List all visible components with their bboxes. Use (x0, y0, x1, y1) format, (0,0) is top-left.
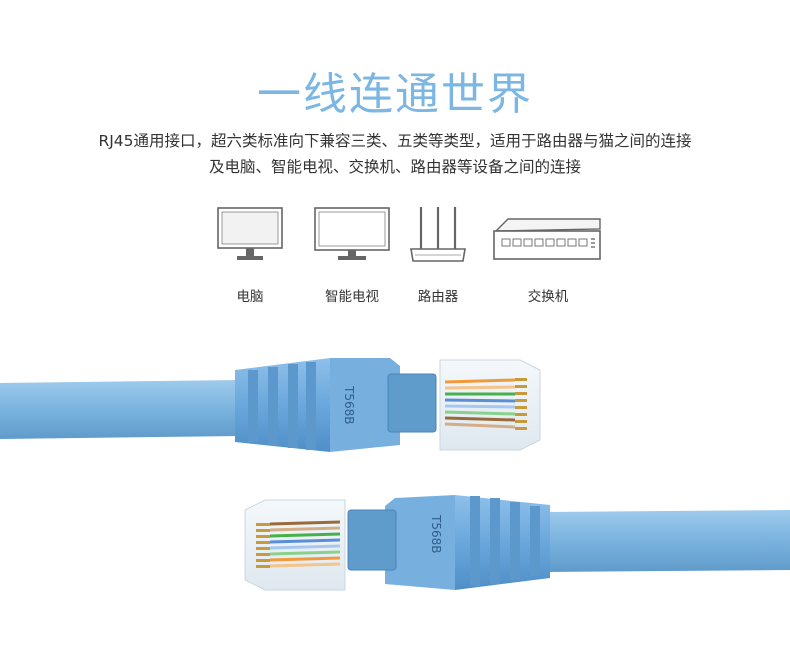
internal-wires (444, 378, 516, 429)
ethernet-cable-illustration: T568B (0, 358, 790, 591)
connector-label: T568B (429, 514, 443, 553)
tv-icon (314, 207, 390, 260)
cable-jacket (545, 510, 790, 572)
cable-boot (235, 358, 330, 452)
gold-pins (256, 523, 270, 568)
device-computer: 电脑 (190, 205, 310, 305)
device-label: 智能电视 (325, 289, 379, 305)
connector-body (330, 358, 400, 452)
monitor-icon (217, 207, 283, 260)
bottom-cable: T568B (244, 495, 790, 591)
connector-body (385, 495, 455, 590)
device-router: 路由器 (378, 205, 498, 305)
gold-pins (515, 378, 527, 430)
description-line-2: 及电脑、智能电视、交换机、路由器等设备之间的连接 (208, 158, 581, 176)
description-line-1: RJ45通用接口，超六类标准向下兼容三类、五类等类型，适用于路由器与猫之间的连接 (98, 132, 692, 150)
page-title: 一线连通世界 (257, 69, 533, 120)
cable-jacket (0, 380, 240, 439)
cable-boot (455, 495, 550, 590)
device-label: 交换机 (527, 289, 569, 305)
device-label: 路由器 (417, 289, 459, 305)
internal-wires (269, 520, 341, 568)
device-label: 电脑 (236, 289, 264, 305)
switch-icon (493, 218, 601, 260)
connector-latch (387, 373, 437, 433)
top-cable: T568B (0, 358, 541, 452)
device-smart-tv: 智能电视 (292, 205, 412, 305)
connector-latch (347, 509, 397, 571)
router-icon (410, 207, 466, 262)
connector-label: T568B (342, 385, 356, 424)
device-switch: 交换机 (488, 205, 608, 305)
